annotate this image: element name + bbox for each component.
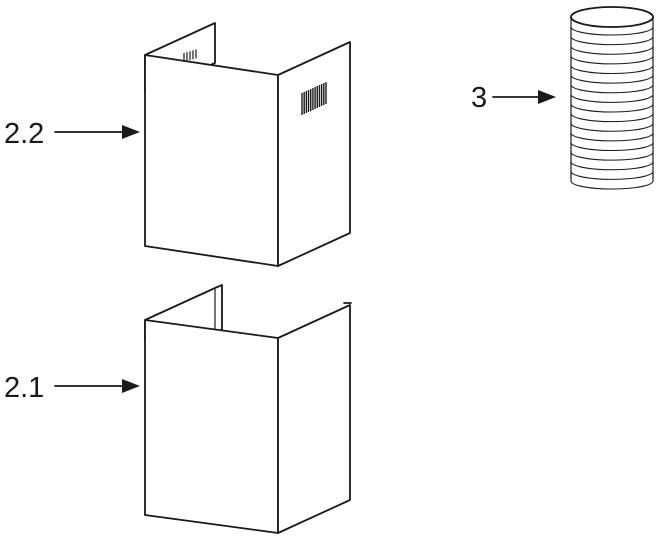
upper-back-vent-slots <box>183 49 197 62</box>
label-upper-chimney: 2.2 <box>4 118 44 150</box>
hose-rib <box>570 36 654 46</box>
hose-rib <box>570 103 654 113</box>
arrow-flexible-hose <box>492 90 556 104</box>
hose-rib <box>570 46 654 55</box>
hose-rib <box>570 142 654 152</box>
hose-rib <box>570 84 654 94</box>
hose-rib <box>570 65 654 75</box>
hose-rib <box>570 123 654 132</box>
flexible-hose <box>570 6 654 190</box>
upper-chimney-left-face <box>144 54 279 267</box>
hose-rib <box>570 180 654 190</box>
hose-rib <box>570 55 654 65</box>
arrow-lower-chimney <box>54 379 140 393</box>
arrow-upper-chimney <box>54 125 140 139</box>
upper-chimney-right-face <box>277 41 351 267</box>
lower-chimney-left-face <box>144 319 279 534</box>
upper-chimney-section <box>144 22 351 267</box>
hose-rib <box>570 151 654 161</box>
hose-rib <box>570 161 654 171</box>
hose-rib <box>570 26 654 36</box>
label-lower-chimney: 2.1 <box>4 372 44 404</box>
lower-chimney-right-face <box>277 304 351 534</box>
label-flexible-hose: 3 <box>471 82 487 114</box>
hose-rib <box>570 94 654 103</box>
hose-ribs <box>570 26 654 190</box>
hose-rib <box>570 171 654 180</box>
hose-rib <box>570 132 654 142</box>
upper-right-vent-slots <box>301 82 327 115</box>
hose-top-opening <box>570 6 654 28</box>
lower-chimney-section <box>144 284 352 534</box>
hose-rib <box>570 113 654 123</box>
hose-rib <box>570 74 654 84</box>
